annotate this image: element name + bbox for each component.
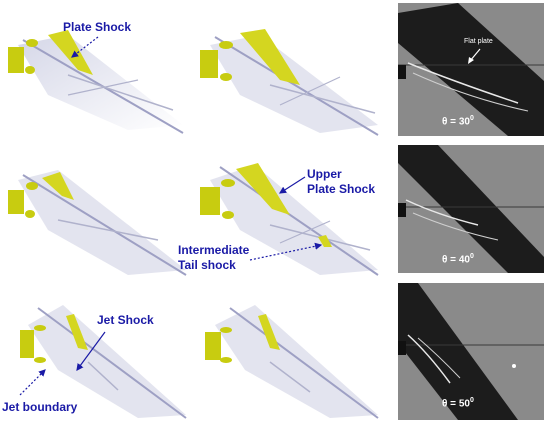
simulation-panel-row3-left xyxy=(8,300,188,420)
theta-unit-row3: 0 xyxy=(469,397,474,404)
experiment-panel-row1: Flat plate θ = 300 xyxy=(398,3,544,136)
schlieren-image-row3 xyxy=(398,283,544,420)
theta-prefix-row1: θ = xyxy=(442,116,459,128)
plate-shock-arrow xyxy=(71,36,99,58)
theta-prefix-row2: θ = xyxy=(442,254,459,266)
simulation-panel-row2-left xyxy=(8,160,188,280)
upper-plate-shock-arrow xyxy=(278,176,306,194)
simulation-image-row2-left xyxy=(8,170,187,276)
simulation-image-row1-middle xyxy=(200,29,379,136)
simulation-panel-row1-left xyxy=(8,15,188,140)
intermediate-tail-shock-arrow xyxy=(249,242,323,261)
theta-value-row3: 50 xyxy=(458,398,470,410)
jet-boundary-arrow xyxy=(19,369,46,396)
simulation-image-row2-middle xyxy=(200,163,379,276)
upper-plate-shock-label-line2: Plate Shock xyxy=(307,182,376,196)
jet-shock-label: Jet Shock xyxy=(97,313,154,327)
simulation-image-row1-left xyxy=(8,30,184,134)
theta-unit-row1: 0 xyxy=(469,115,474,122)
theta-unit-row2: 0 xyxy=(469,253,474,260)
intermediate-tail-shock-label-line1: Intermediate xyxy=(178,243,250,257)
experiment-panel-row3: θ = 500 xyxy=(398,283,544,420)
jet-boundary-label: Jet boundary xyxy=(2,400,78,414)
simulation-image-row3-left xyxy=(20,305,187,419)
theta-label-row3: θ = 500 xyxy=(442,397,474,409)
flat-plate-arrow xyxy=(468,48,481,64)
flat-plate-label: Flat plate xyxy=(464,38,493,45)
theta-value-row1: 30 xyxy=(458,116,470,128)
simulation-panel-row3-middle xyxy=(200,300,380,420)
schlieren-image-row2 xyxy=(398,145,544,273)
theta-label-row1: θ = 300 xyxy=(442,115,474,127)
simulation-panel-row1-middle xyxy=(200,15,380,140)
theta-prefix-row3: θ = xyxy=(442,398,459,410)
schlieren-image-row1 xyxy=(398,3,544,136)
theta-value-row2: 40 xyxy=(458,254,470,266)
theta-label-row2: θ = 400 xyxy=(442,253,474,265)
upper-plate-shock-label-line1: Upper xyxy=(307,167,342,181)
plate-shock-label: Plate Shock xyxy=(63,20,132,34)
intermediate-tail-shock-label-line2: Tail shock xyxy=(178,258,236,272)
jet-shock-arrow xyxy=(76,331,106,371)
simulation-image-row3-middle xyxy=(205,305,379,419)
simulation-panel-row2-middle xyxy=(200,155,380,280)
experiment-panel-row2: θ = 400 xyxy=(398,145,544,273)
